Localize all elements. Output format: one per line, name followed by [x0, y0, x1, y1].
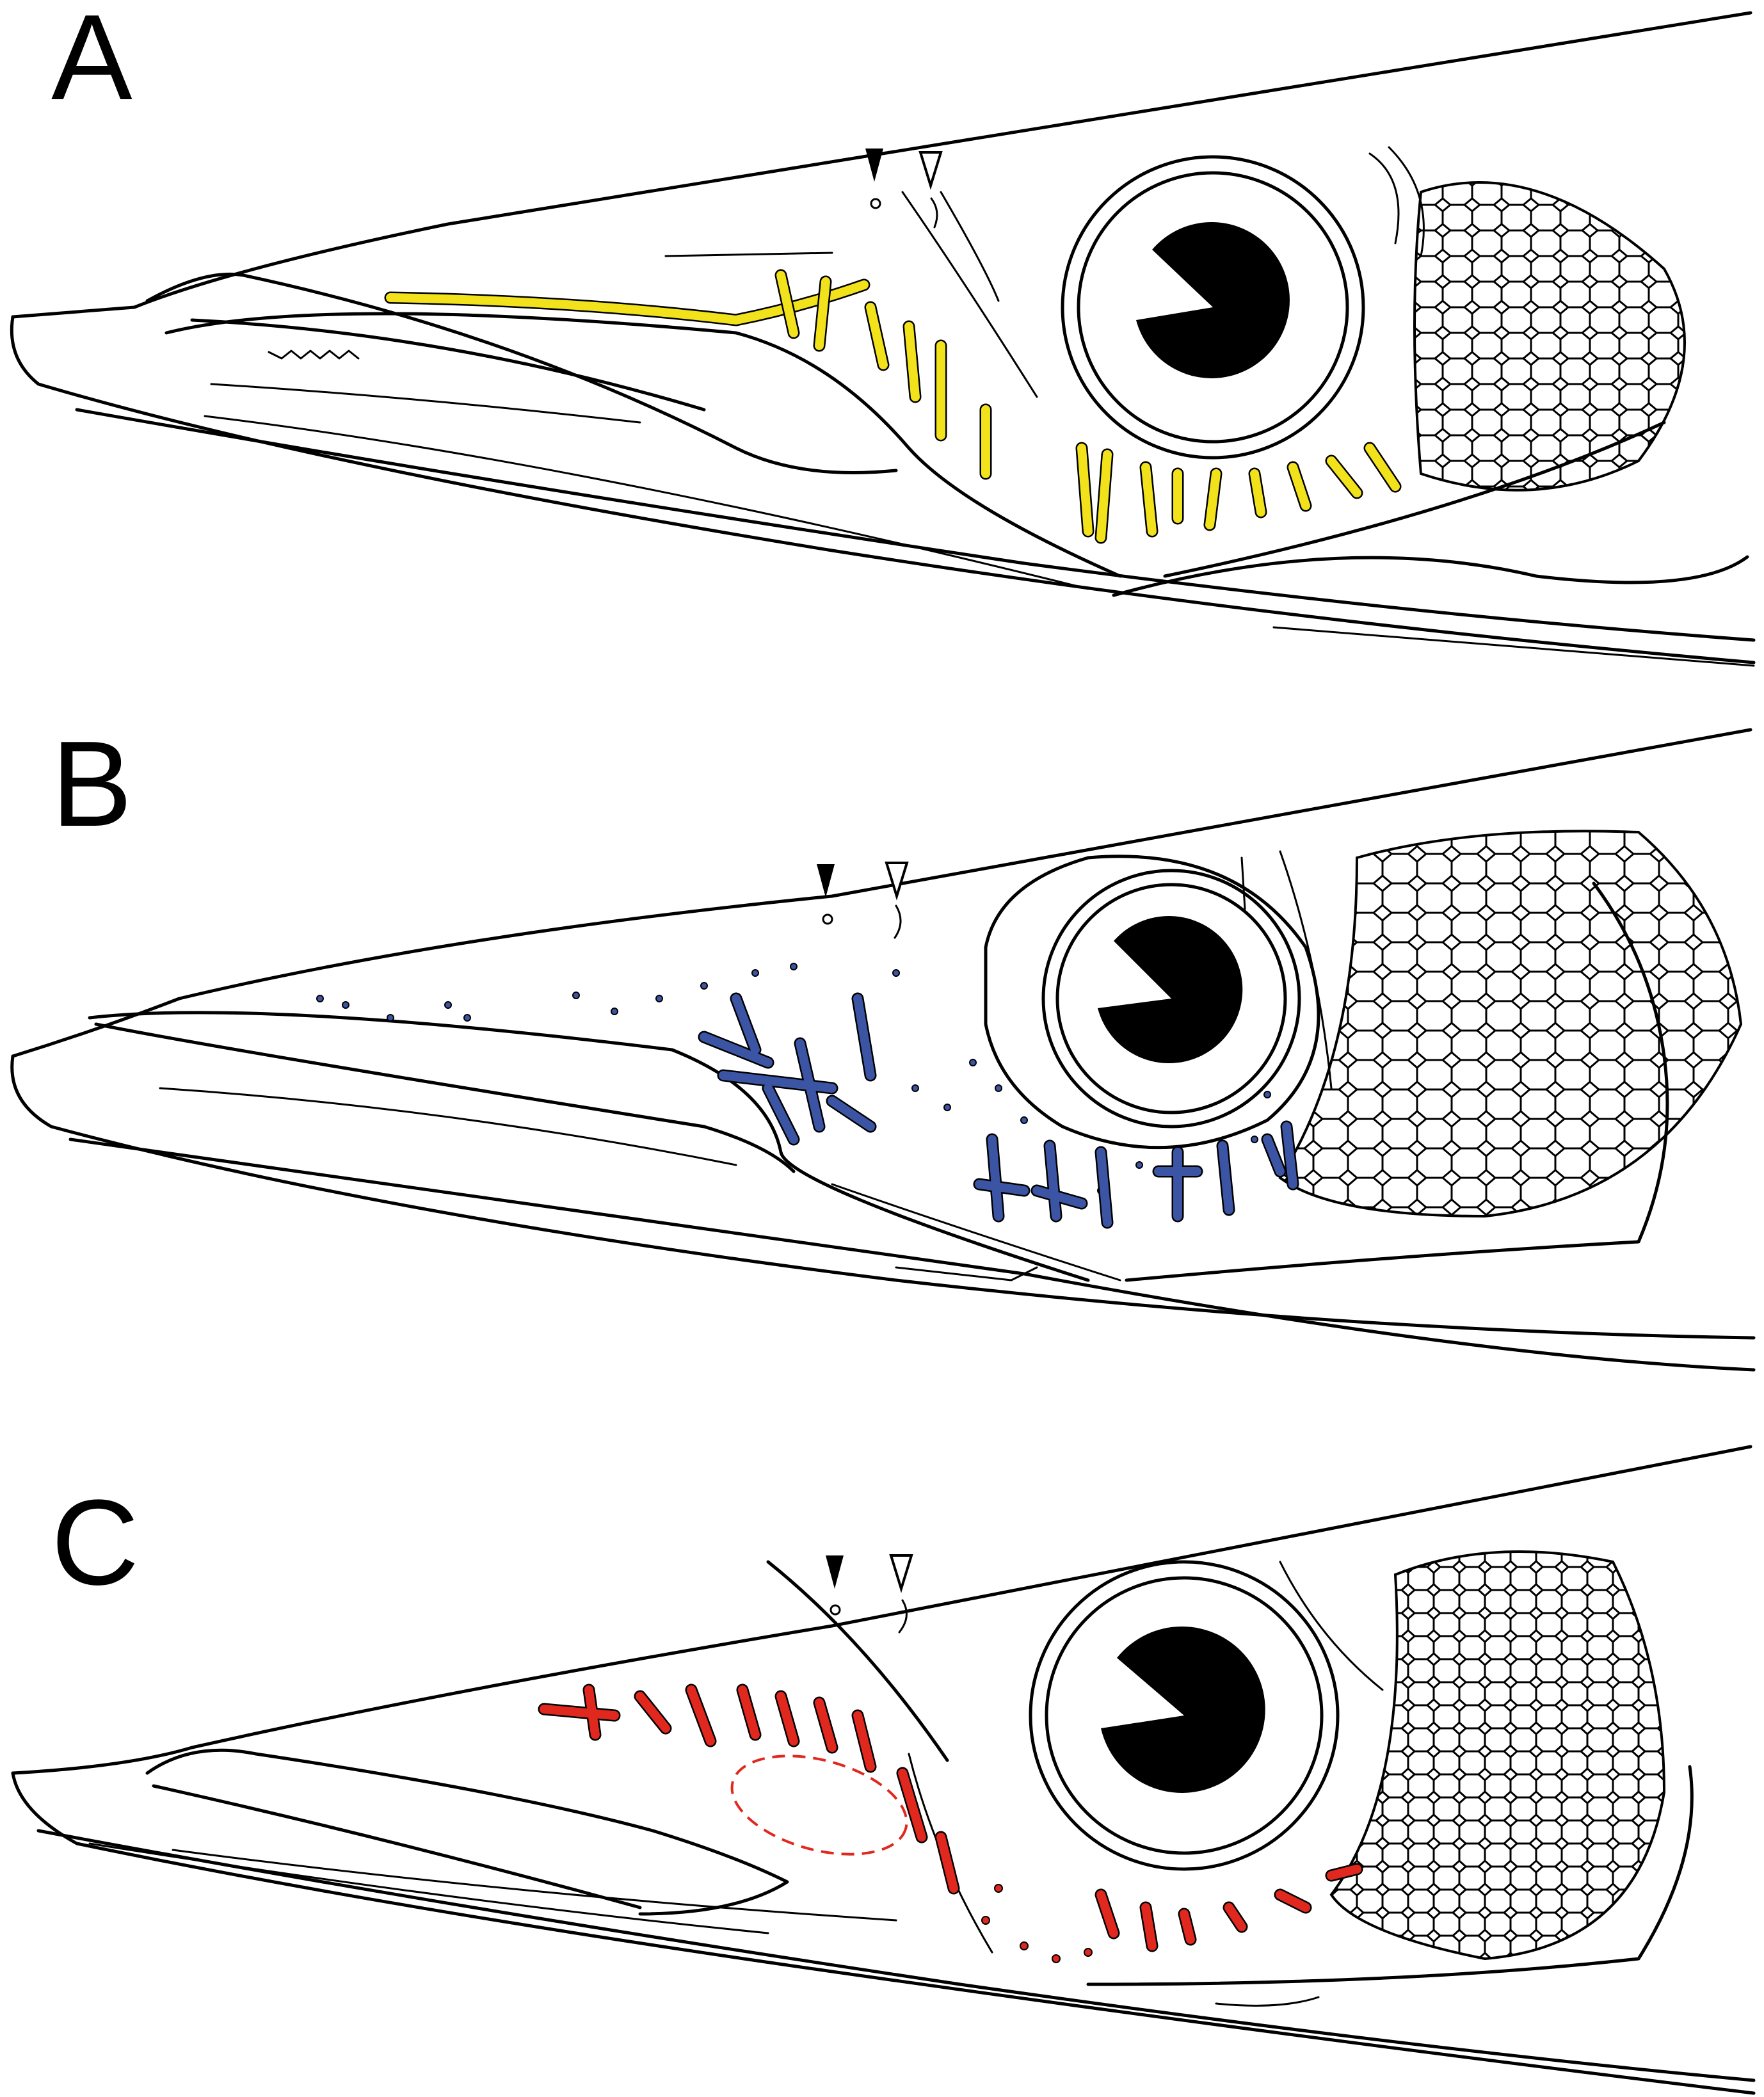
- head-outline-a: [10, 11, 1756, 667]
- sensory-canals-a: [384, 269, 1402, 544]
- filled-arrowhead-icon: [817, 864, 835, 897]
- scale-patch-b: [1278, 830, 1743, 1218]
- eye-b: [984, 855, 1320, 1150]
- head-outline-b: [10, 728, 1756, 1372]
- panel-b: B: [10, 716, 1756, 1372]
- open-arrowhead-icon: [885, 862, 909, 901]
- dashed-outline-c: [730, 1755, 908, 1856]
- scale-patch-c: [1329, 1550, 1666, 1961]
- filled-arrowhead-icon: [826, 1555, 844, 1589]
- sensory-canals-b: [316, 963, 1299, 1229]
- panel-label-a: A: [51, 0, 132, 125]
- eye-a: [1061, 155, 1365, 460]
- panel-c: C: [11, 1445, 1756, 2095]
- panel-label-c: C: [51, 1475, 139, 1611]
- open-arrowhead-icon: [889, 1554, 913, 1593]
- sensory-canals-c: [538, 1683, 1363, 1963]
- panel-label-b: B: [51, 716, 132, 852]
- scale-patch-a: [1413, 181, 1686, 492]
- head-outline-c: [11, 1445, 1756, 2095]
- panel-a: A: [10, 0, 1756, 667]
- eye-c: [1029, 1560, 1340, 1871]
- open-arrowhead-icon: [918, 151, 943, 190]
- filled-arrowhead-icon: [865, 149, 883, 182]
